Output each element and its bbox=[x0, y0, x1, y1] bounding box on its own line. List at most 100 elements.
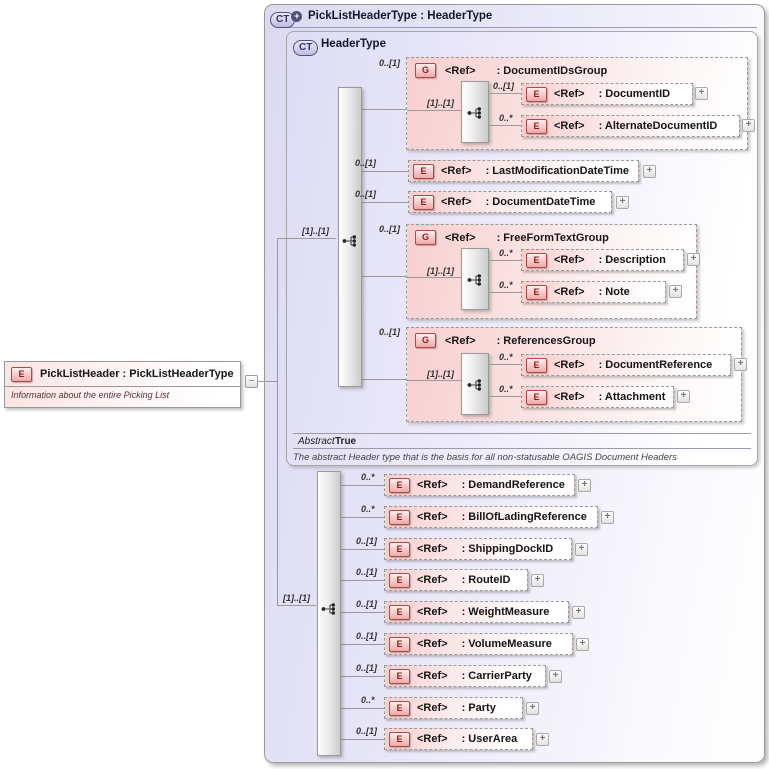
element-alternatedocumentid[interactable]: E <Ref> : AlternateDocumentID bbox=[521, 115, 740, 137]
sequence-icon bbox=[467, 107, 481, 119]
element-ref-label: <Ref> bbox=[554, 88, 585, 100]
element-badge: E bbox=[526, 252, 547, 268]
element-badge: E bbox=[389, 541, 410, 557]
group-title: G <Ref> : FreeFormTextGroup bbox=[415, 230, 609, 245]
expand-button-billofladingreference[interactable]: + bbox=[601, 511, 614, 524]
element-ref-label: <Ref> bbox=[554, 359, 585, 371]
expand-button-shippingdockid[interactable]: + bbox=[575, 543, 588, 556]
expand-button-weightmeasure[interactable]: + bbox=[572, 606, 585, 619]
element-badge: E bbox=[526, 284, 547, 300]
element-documentreference[interactable]: E <Ref> : DocumentReference bbox=[521, 354, 731, 376]
element-documentid[interactable]: E <Ref> : DocumentID bbox=[521, 83, 693, 105]
element-ref-label: <Ref> bbox=[417, 702, 448, 714]
element-name: : ShippingDockID bbox=[461, 543, 554, 555]
element-name: : DocumentDateTime bbox=[485, 196, 596, 208]
cardinality-label: 0..[1] bbox=[355, 189, 377, 199]
element-weightmeasure[interactable]: E <Ref> : WeightMeasure bbox=[384, 601, 569, 623]
root-element-title: PickListHeader : PickListHeaderType bbox=[40, 368, 234, 380]
expand-button-demandreference[interactable]: + bbox=[578, 479, 591, 492]
expand-button-volumemeasure[interactable]: + bbox=[576, 638, 589, 651]
element-volumemeasure[interactable]: E <Ref> : VolumeMeasure bbox=[384, 633, 573, 655]
element-name: : Note bbox=[598, 286, 630, 298]
element-documentdatetime[interactable]: E <Ref> : DocumentDateTime bbox=[408, 191, 612, 213]
cardinality-label: 0..* bbox=[361, 504, 375, 514]
expand-button-description[interactable]: + bbox=[687, 253, 700, 266]
group-referencesgroup[interactable]: G <Ref> : ReferencesGroup [1]..[1] 0..* … bbox=[406, 327, 747, 422]
element-ref-label: <Ref> bbox=[554, 254, 585, 266]
element-shippingdockid[interactable]: E <Ref> : ShippingDockID bbox=[384, 538, 572, 560]
ct-badge: CT bbox=[293, 40, 319, 56]
expand-button-alternatedocumentid[interactable]: + bbox=[742, 119, 755, 132]
expand-button-documentreference[interactable]: + bbox=[734, 358, 747, 371]
element-ref-label: <Ref> bbox=[417, 638, 448, 650]
sequence-icon bbox=[321, 603, 335, 615]
cardinality-label: 0..[1] bbox=[355, 158, 377, 168]
element-carrierparty[interactable]: E <Ref> : CarrierParty bbox=[384, 665, 546, 687]
footer-divider bbox=[293, 448, 751, 449]
group-title: G <Ref> : ReferencesGroup bbox=[415, 333, 596, 348]
element-attachment[interactable]: E <Ref> : Attachment bbox=[521, 386, 674, 408]
group-title: G <Ref> : DocumentIDsGroup bbox=[415, 63, 607, 78]
group-documentidsgroup[interactable]: G <Ref> : DocumentIDsGroup [1]..[1] 0..[… bbox=[406, 57, 755, 150]
expand-button-carrierparty[interactable]: + bbox=[549, 670, 562, 683]
element-badge: E bbox=[11, 366, 32, 382]
group-freeformtextgroup[interactable]: G <Ref> : FreeFormTextGroup [1]..[1] 0..… bbox=[406, 224, 700, 319]
element-ref-label: <Ref> bbox=[554, 120, 585, 132]
group-ref-label: <Ref> bbox=[445, 334, 476, 347]
group-ref-label: <Ref> bbox=[445, 231, 476, 244]
element-routeid[interactable]: E <Ref> : RouteID bbox=[384, 569, 528, 591]
expand-button-attachment[interactable]: + bbox=[677, 390, 690, 403]
element-name: : UserArea bbox=[461, 733, 518, 745]
connector-line bbox=[489, 396, 521, 397]
element-party[interactable]: E <Ref> : Party bbox=[384, 697, 523, 719]
element-note[interactable]: E <Ref> : Note bbox=[521, 281, 666, 303]
sequence-icon bbox=[467, 274, 481, 286]
expand-button-userarea[interactable]: + bbox=[536, 733, 549, 746]
connector-line bbox=[277, 605, 316, 606]
element-badge: E bbox=[413, 163, 434, 179]
base-type-title: HeaderType bbox=[321, 38, 386, 50]
cardinality-label: 0..[1] bbox=[356, 631, 378, 641]
expand-button-documentdatetime[interactable]: + bbox=[616, 196, 629, 209]
expand-button-party[interactable]: + bbox=[526, 702, 539, 715]
element-name: : RouteID bbox=[461, 574, 511, 586]
element-ref-label: <Ref> bbox=[417, 574, 448, 586]
element-lastmodificationdatetime[interactable]: E <Ref> : LastModificationDateTime bbox=[408, 160, 639, 182]
connector-line bbox=[341, 708, 384, 709]
element-name: : AlternateDocumentID bbox=[598, 120, 718, 132]
connector-line bbox=[341, 739, 384, 740]
element-name: : LastModificationDateTime bbox=[485, 165, 630, 177]
element-name: : Party bbox=[461, 702, 496, 714]
cardinality-label: 0..* bbox=[499, 384, 513, 394]
cardinality-label: 0..* bbox=[499, 280, 513, 290]
expand-button-lastmodificationdatetime[interactable]: + bbox=[643, 165, 656, 178]
base-type-box[interactable]: CT HeaderType 0..[1] 0..[1] 0..[1] 0..[ bbox=[286, 31, 758, 466]
expand-button-documentid[interactable]: + bbox=[695, 87, 708, 100]
connector-line bbox=[362, 276, 406, 277]
connector-line bbox=[362, 109, 406, 110]
element-badge: E bbox=[389, 731, 410, 747]
root-element-box[interactable]: E PickListHeader : PickListHeaderType In… bbox=[4, 361, 241, 408]
group-ref-label: <Ref> bbox=[445, 64, 476, 77]
cardinality-label: [1]..[1] bbox=[302, 226, 329, 236]
cardinality-label: [1]..[1] bbox=[427, 369, 454, 379]
cardinality-label: 0..* bbox=[499, 248, 513, 258]
element-billofladingreference[interactable]: E <Ref> : BillOfLadingReference bbox=[384, 506, 598, 528]
element-demandreference[interactable]: E <Ref> : DemandReference bbox=[384, 474, 575, 496]
complex-type-box[interactable]: CT+ PickListHeaderType : HeaderType CT H… bbox=[264, 4, 765, 763]
element-userarea[interactable]: E <Ref> : UserArea bbox=[384, 728, 533, 750]
expand-button-note[interactable]: + bbox=[669, 285, 682, 298]
element-name: : BillOfLadingReference bbox=[461, 511, 587, 523]
element-ref-label: <Ref> bbox=[417, 670, 448, 682]
cardinality-label: 0..* bbox=[499, 113, 513, 123]
element-description[interactable]: E <Ref> : Description bbox=[521, 249, 684, 271]
cardinality-label: 0..[1] bbox=[356, 726, 378, 736]
element-name: : WeightMeasure bbox=[461, 606, 550, 618]
connector-line bbox=[489, 292, 521, 293]
cardinality-label: 0..[1] bbox=[356, 599, 378, 609]
connector-line bbox=[277, 238, 336, 239]
expand-button-routeid[interactable]: + bbox=[531, 574, 544, 587]
cardinality-label: 0..[1] bbox=[493, 81, 515, 91]
collapse-button-root[interactable]: − bbox=[245, 375, 258, 388]
